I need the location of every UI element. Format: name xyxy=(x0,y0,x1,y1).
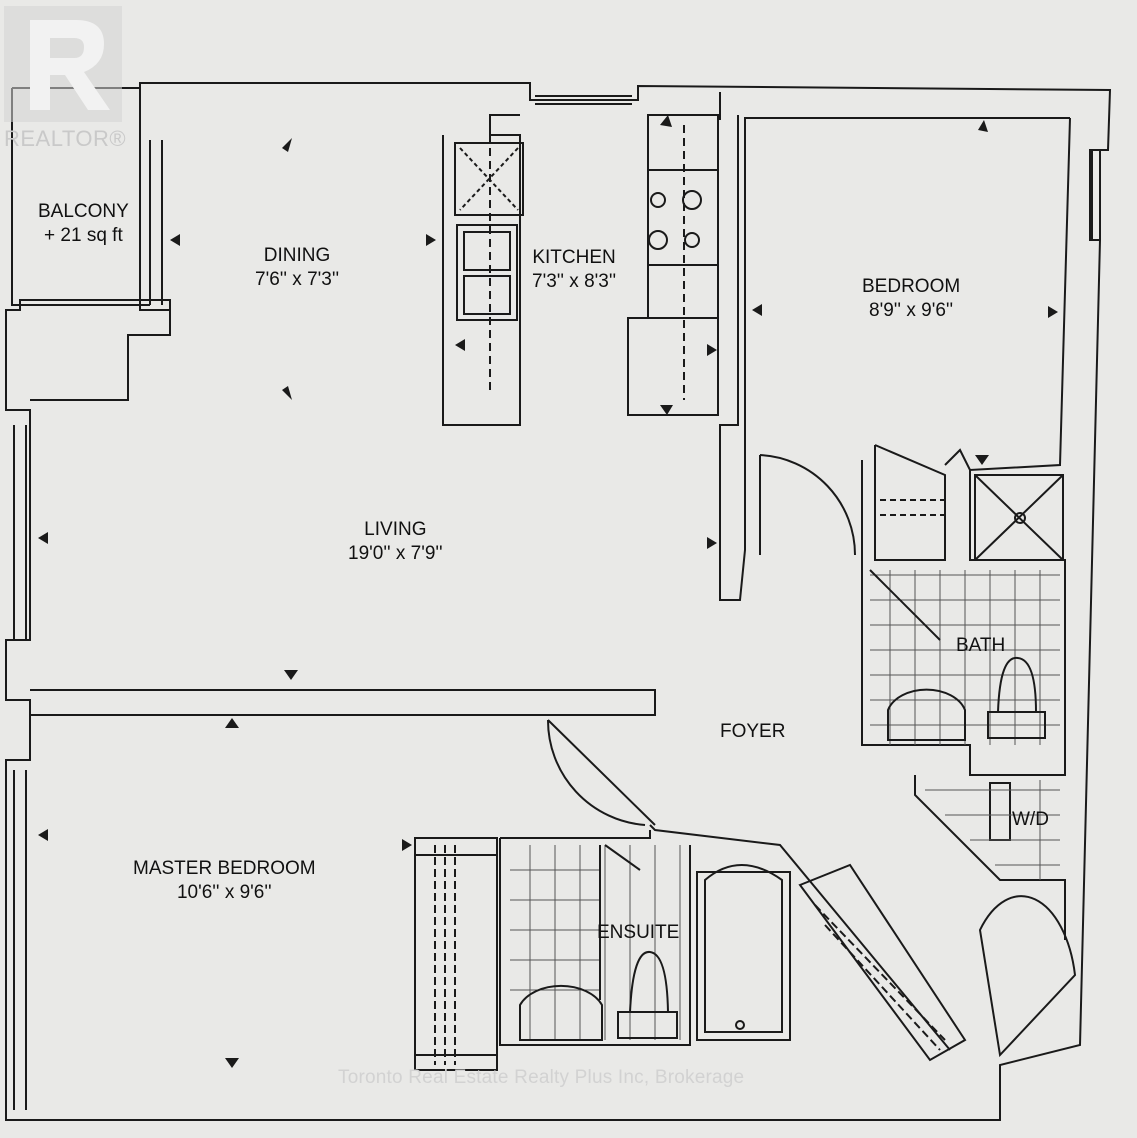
hall-closet xyxy=(798,863,967,1062)
foyer-wall xyxy=(649,824,951,1051)
brokerage-credit: Toronto Real Estate Realty Plus Inc, Bro… xyxy=(338,1067,745,1088)
bedroom-east-wall xyxy=(944,117,1071,472)
ensuite-outline xyxy=(499,830,691,1046)
room-name: BEDROOM xyxy=(862,276,961,297)
bathtub xyxy=(696,864,791,1041)
room-foyer: FOYER xyxy=(720,720,785,744)
outer-wall xyxy=(5,82,1112,1121)
master-door xyxy=(546,719,656,826)
room-wd: W/D xyxy=(1012,808,1049,832)
room-name: ENSUITE xyxy=(597,922,680,943)
closet-door xyxy=(978,895,1077,1058)
master-partition xyxy=(30,689,656,716)
living-bay xyxy=(30,310,171,401)
room-bath: BATH xyxy=(956,634,1005,658)
room-name: DINING xyxy=(263,245,331,266)
laundry-outline xyxy=(914,775,1066,940)
room-dining: DINING 7'6'' x 7'3'' xyxy=(255,244,339,292)
room-ensuite: ENSUITE xyxy=(597,921,679,945)
room-name: KITCHEN xyxy=(532,247,616,268)
master-closet xyxy=(414,837,498,1071)
room-dims: + 21 sq ft xyxy=(44,225,123,246)
bedroom-window xyxy=(1091,150,1101,240)
bedroom-wall xyxy=(719,92,1070,601)
room-master-bedroom: MASTER BEDROOM 10'6'' x 9'6'' xyxy=(133,857,316,905)
bath-toilet xyxy=(987,656,1046,739)
sink xyxy=(456,224,518,321)
room-dims: 7'6'' x 7'3'' xyxy=(255,269,340,290)
room-living: LIVING 19'0'' x 7'9'' xyxy=(348,518,443,566)
bedroom-door xyxy=(759,454,857,556)
room-name: FOYER xyxy=(720,721,786,742)
room-balcony: BALCONY + 21 sq ft xyxy=(38,200,129,248)
realtor-logo: REALTOR® xyxy=(0,0,130,160)
balcony-window xyxy=(149,140,163,305)
bath-sink xyxy=(887,688,966,741)
ensuite-tile-grid xyxy=(510,845,681,1040)
room-dims: 10'6'' x 9'6'' xyxy=(176,882,272,903)
room-dims: 19'0'' x 7'9'' xyxy=(348,543,443,564)
room-name: W/D xyxy=(1012,809,1049,830)
room-name: BALCONY xyxy=(38,201,129,222)
left-window-lower xyxy=(13,770,27,1110)
marker-group xyxy=(38,115,1058,1068)
shower xyxy=(974,474,1064,561)
ensuite-sink xyxy=(519,984,603,1041)
ensuite-toilet xyxy=(617,951,678,1039)
room-dims: 8'9'' x 9'6'' xyxy=(869,300,954,321)
room-name: BATH xyxy=(956,635,1006,656)
room-kitchen: KITCHEN 7'3'' x 8'3'' xyxy=(532,246,616,294)
left-window-upper xyxy=(13,425,27,640)
room-bedroom: BEDROOM 8'9'' x 9'6'' xyxy=(862,275,960,323)
room-dims: 7'3'' x 8'3'' xyxy=(532,271,617,292)
kitchen-window xyxy=(535,95,632,105)
kitchen-counter-left xyxy=(442,114,521,426)
room-name: MASTER BEDROOM xyxy=(133,858,316,879)
realtor-logo-text: REALTOR® xyxy=(4,126,127,151)
bath-outline xyxy=(861,460,1066,776)
room-name: LIVING xyxy=(364,519,427,540)
